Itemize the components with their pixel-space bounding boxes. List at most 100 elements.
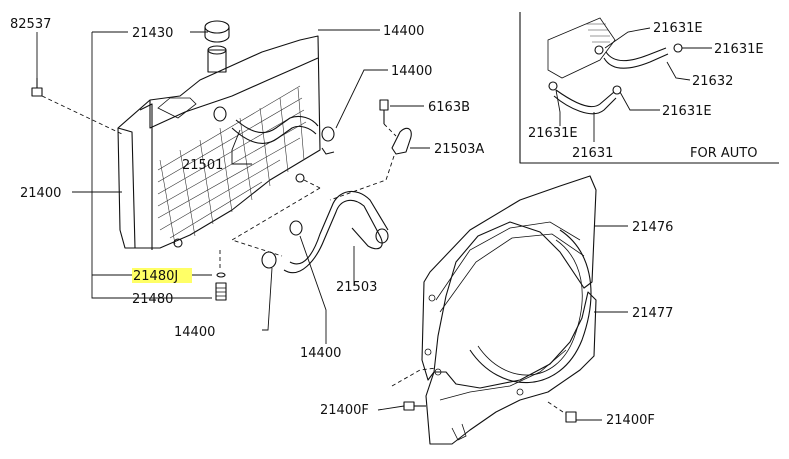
- label-14400-hose[interactable]: 14400: [391, 64, 432, 79]
- fan-shroud-ring: [469, 229, 592, 384]
- leader-bracket-left: [91, 32, 212, 299]
- inset-leader-21632: [666, 61, 691, 81]
- radiator-filler-opening: [207, 45, 227, 55]
- radiator-filler-neck-base: [157, 97, 197, 119]
- part-labels: 82537 21430 14400 14400 6163B 21503A 215…: [10, 17, 673, 428]
- bolt-21400f-left-axis: [391, 367, 437, 387]
- clamp-upper-hose-left: [213, 106, 227, 122]
- radiator-side-edge: [139, 103, 153, 250]
- drain-plug-washer-21480j: [216, 272, 226, 278]
- lower-hose-route: [230, 187, 321, 257]
- label-inset-21631e-d: 21631E: [662, 104, 712, 119]
- radiator-top-tank: [149, 57, 319, 129]
- bolt-6163b-axis: [383, 123, 397, 137]
- radiator-assembly: [31, 20, 335, 301]
- lower-hose-21503-edge: [289, 190, 389, 265]
- shroud-hole-1: [428, 294, 436, 302]
- outlet-axis: [303, 179, 321, 189]
- hose-bracket-21503a: [391, 127, 412, 155]
- leader-14400-hose: [335, 69, 388, 129]
- label-21476[interactable]: 21476: [632, 220, 673, 235]
- inset-clamp-a: [594, 45, 604, 55]
- inset-hose-21631: [555, 89, 615, 108]
- clamp-upper-hose-right: [321, 126, 335, 142]
- radiator-outlet-stub: [295, 173, 305, 183]
- bolt-21400f-right-axis: [547, 401, 567, 415]
- shroud-hole-4: [516, 388, 524, 396]
- fan-shroud-upper-21476: [421, 175, 597, 381]
- radiator-side-tank: [117, 127, 136, 249]
- inset-caption: FOR AUTO: [690, 146, 757, 161]
- label-inset-21631e-c: 21631E: [528, 126, 578, 141]
- inset-leader-21631e-c: [555, 89, 561, 126]
- bolt-82537-axis: [41, 95, 123, 135]
- drain-plug-thread: [216, 287, 226, 297]
- bracket-axis: [329, 155, 395, 201]
- label-21400f-right[interactable]: 21400F: [606, 413, 655, 428]
- label-21503[interactable]: 21503: [336, 280, 377, 295]
- label-inset-21631e-b: 21631E: [714, 42, 764, 57]
- radiator-cap: [204, 20, 230, 34]
- fan-shroud-group: [391, 175, 597, 445]
- label-21480[interactable]: 21480: [132, 292, 173, 307]
- label-21430[interactable]: 21430: [132, 26, 173, 41]
- label-inset-21632: 21632: [692, 74, 733, 89]
- label-inset-21631e-a: 21631E: [653, 21, 703, 36]
- label-21503a[interactable]: 21503A: [434, 142, 484, 157]
- inset-radiator-fins: [586, 23, 610, 43]
- upper-hose-21501-edge: [235, 115, 319, 134]
- inset-clamp-c: [548, 81, 558, 91]
- radiator-cap-rim: [204, 27, 230, 43]
- bolt-21400f-right: [565, 411, 577, 423]
- fan-shroud-upper-rim: [435, 221, 581, 301]
- inset-clamp-b: [673, 43, 683, 53]
- label-82537[interactable]: 82537: [10, 17, 51, 32]
- clamp-lower-hose-a: [261, 251, 277, 269]
- fan-shroud-lower-21477: [425, 291, 597, 445]
- shroud-hole-2: [424, 348, 432, 356]
- radiator-lower-mount: [173, 238, 183, 248]
- radiator-body: [117, 35, 321, 249]
- leader-21400f-left: [377, 405, 405, 411]
- highlight-21480j: [132, 268, 192, 283]
- label-6163b[interactable]: 6163B: [428, 100, 470, 115]
- label-inset-21631: 21631: [572, 146, 613, 161]
- label-14400-left[interactable]: 14400: [174, 325, 215, 340]
- lower-hose-group: [261, 99, 412, 274]
- inset-hose-21631-edge: [553, 95, 617, 115]
- label-21480j[interactable]: 21480J: [133, 269, 178, 284]
- label-21477[interactable]: 21477: [632, 306, 673, 321]
- drain-plug-21480: [215, 282, 227, 301]
- lower-hose-21503: [283, 199, 383, 274]
- clamp-lower-hose-b: [289, 220, 303, 236]
- shroud-hole-3: [434, 368, 442, 376]
- leader-14400-left: [262, 267, 273, 331]
- inset-leader-21631e-d: [619, 91, 660, 111]
- upper-hose-21501: [231, 125, 317, 144]
- bolt-82537-head: [31, 87, 43, 97]
- inset-hose-21632: [603, 53, 669, 69]
- inset-clamp-d: [612, 85, 622, 95]
- leader-21501: [231, 129, 252, 165]
- leader-14400-bottom: [299, 235, 327, 344]
- inset-leader-21631e-a: [604, 27, 651, 49]
- radiator-core-tubes: [159, 87, 305, 245]
- label-14400-bottom[interactable]: 14400: [300, 346, 341, 361]
- fan-shroud-ring-inner: [477, 239, 583, 376]
- label-21400f-left[interactable]: 21400F: [320, 403, 369, 418]
- inset-radiator-corner: [547, 17, 616, 79]
- fan-shroud-lower-rim: [439, 349, 567, 401]
- fan-shroud-lower-tab: [451, 423, 467, 441]
- label-21501[interactable]: 21501: [182, 158, 223, 173]
- leader-lines: [36, 29, 628, 421]
- clamp-upper-hose-tab: [321, 147, 335, 155]
- inset-auto-transmission: 21631E 21631E 21632 21631E 21631E 21631 …: [519, 12, 779, 164]
- fan-shroud-upper-rim-inner: [439, 233, 585, 313]
- label-21400[interactable]: 21400: [20, 186, 61, 201]
- bolt-6163b-head: [379, 99, 389, 111]
- radiator-filler-neck: [207, 49, 227, 73]
- clamp-lower-hose-c: [375, 228, 389, 244]
- label-14400-top[interactable]: 14400: [383, 24, 424, 39]
- bolt-21400f-left: [403, 401, 415, 411]
